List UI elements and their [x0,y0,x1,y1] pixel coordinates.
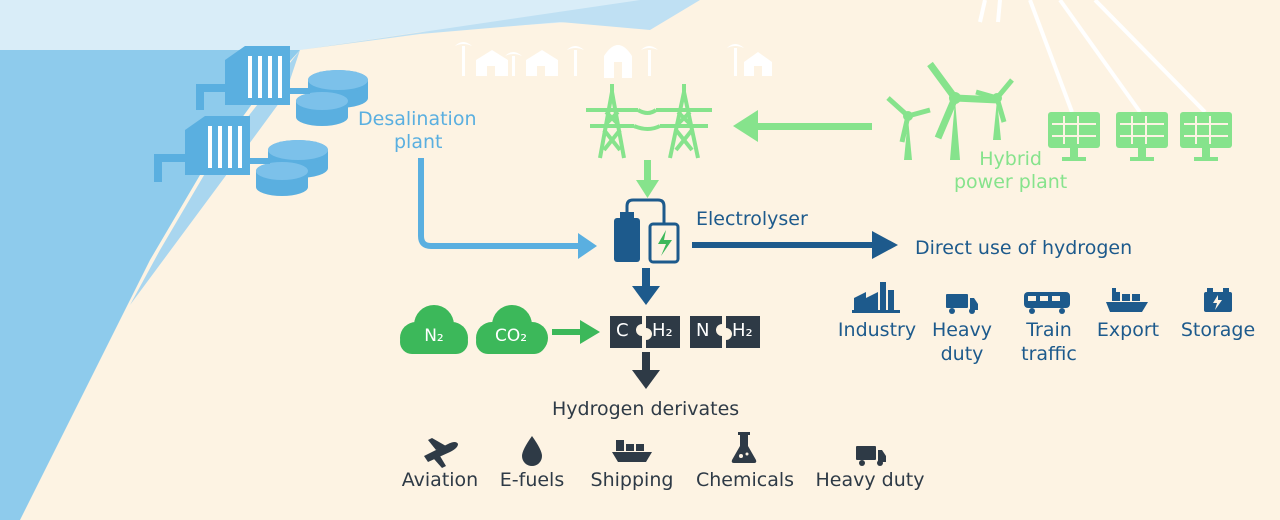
arrow-direct-use [692,231,898,259]
fuel-drop-icon [522,436,542,466]
ship-icon-direct [1106,288,1148,312]
hybrid-line1: Hybrid [979,148,1042,170]
desalination-line1: Desalination [358,108,477,130]
factory-icon [852,282,900,313]
molecule-n: N [696,320,710,341]
direct-use-label-line1: Heavy [931,319,993,341]
truck-icon-derivate [856,446,886,466]
desalination-icon-2 [154,116,328,196]
arrow-to-derivates [632,352,660,389]
solar-panel-icon [1048,112,1232,161]
n2-label: N₂ [424,326,444,346]
arrow-water-to-electrolyser [418,158,582,249]
solar-grid-lines [1052,116,1228,144]
ch2-molecule [610,316,680,348]
direct-use-item: Industry [822,319,932,343]
direct-use-label-line2: duty [940,342,984,365]
electrolyser-icon [614,198,680,264]
derivate-label: Shipping [590,469,674,491]
direct-use-label-line1: Train [1026,319,1072,341]
coast-strip [300,0,700,50]
truck-icon-direct [946,294,978,314]
flask-icon [731,432,757,463]
direct-use-label-line1: Storage [1180,319,1256,341]
molecule-h2-a: H₂ [652,320,673,341]
hybrid-label: Hybrid power plant [954,148,1067,194]
direct-use-label: Direct use of hydrogen [915,237,1133,259]
n2-cloud [400,305,468,354]
battery-icon [1204,288,1232,312]
arrow-clouds-to-molecules [552,320,600,344]
power-lines [978,0,1207,114]
sky-area [0,0,640,50]
nh2-molecule [690,316,760,348]
derivate-label: E-fuels [499,469,565,491]
direct-use-label-line2: traffic [1021,342,1077,365]
ship-icon-derivate [612,440,652,462]
derivate-label: Heavy duty [815,469,925,491]
arrow-grid-to-electrolyser [636,160,659,198]
arrow-electrolyser-down [632,268,660,305]
direct-use-item: Storage [1163,319,1273,343]
shallow-water [130,50,300,305]
direct-use-label-line1: Export [1096,319,1160,341]
direct-use-item: Train traffic [994,319,1104,367]
desalination-label: Desalination plant [358,108,477,154]
airplane-icon [424,438,458,468]
derivates-label: Hydrogen derivates [552,398,740,420]
direct-use-item: Export [1073,319,1183,343]
derivate-label: Chemicals [695,469,795,491]
village-icon [455,42,772,78]
desalination-icon [196,46,368,126]
molecule-c: C [616,320,629,341]
direct-use-item: Heavy duty [907,319,1017,367]
train-icon [1024,292,1070,314]
co2-label: CO₂ [494,326,528,346]
pylon-icon [586,84,712,159]
desalination-line2: plant [394,130,443,153]
arrow-water-head [578,233,597,259]
direct-use-label-line1: Industry [837,319,917,341]
hybrid-line2: power plant [954,170,1068,193]
electrolyser-label: Electrolyser [696,208,808,230]
derivate-label: Aviation [401,469,479,491]
sea-area [0,50,300,520]
molecule-h2-b: H₂ [732,320,753,341]
arrow-wind-to-grid [733,110,872,142]
co2-cloud [476,305,548,354]
wind-turbine-icon [886,61,1014,160]
